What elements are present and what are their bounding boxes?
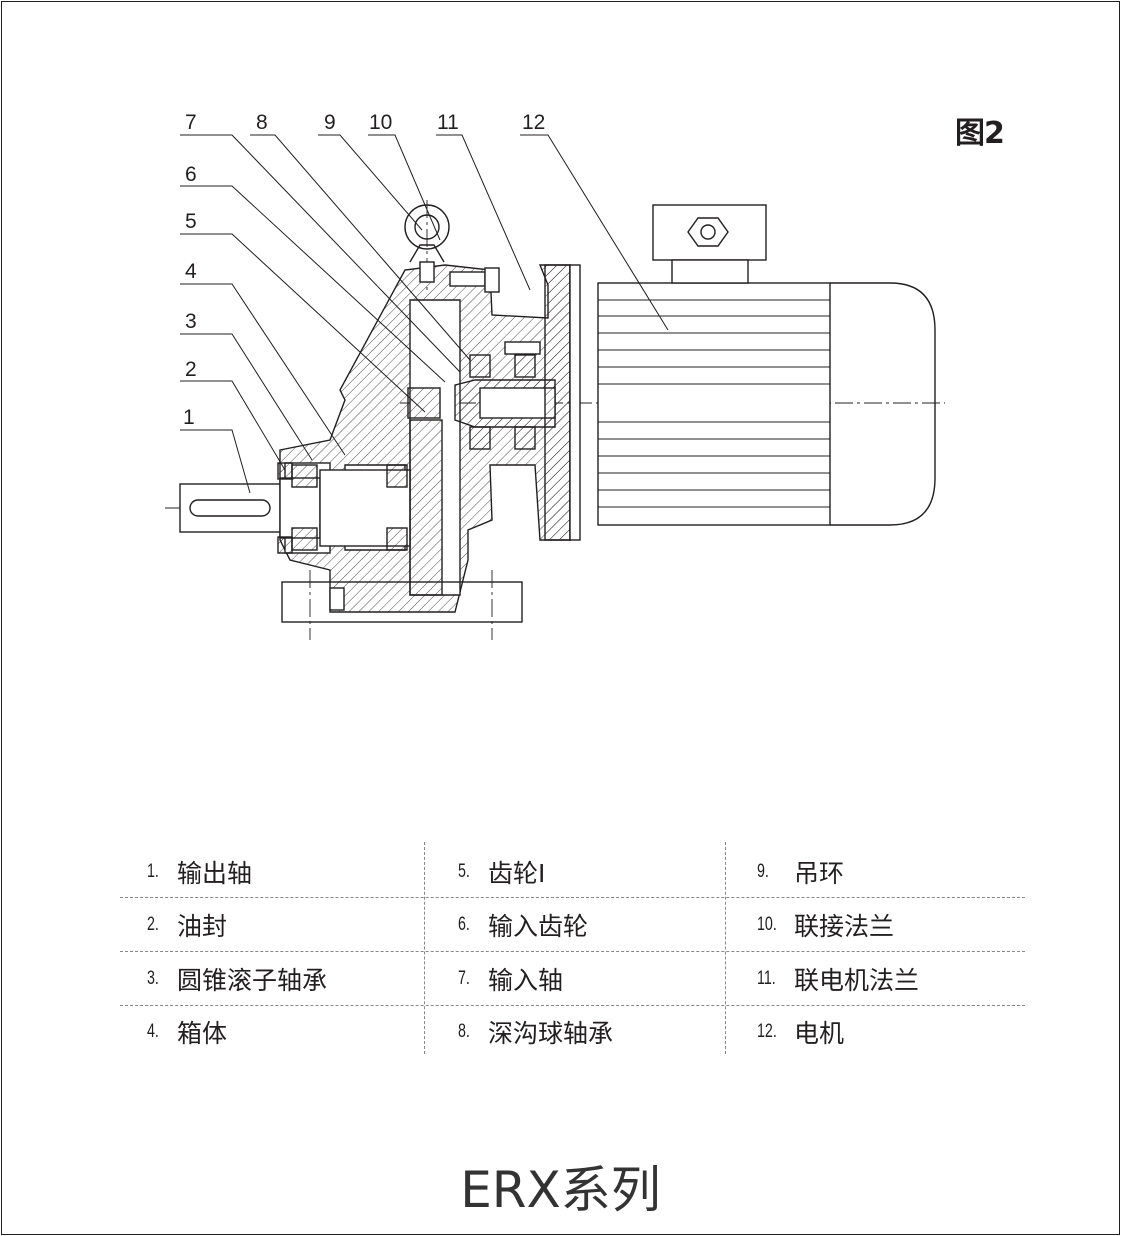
part-name: 电机 [794,1019,845,1048]
part-item: 4. 箱体 [147,1005,227,1059]
part-name: 齿轮I [488,859,546,888]
part-item: 12. 电机 [757,1005,844,1059]
callout-2: 2 [185,358,197,381]
part-item: 11. 联电机法兰 [757,952,919,1006]
part-item: 5. 齿轮I [458,845,545,899]
callout-3: 3 [185,310,197,333]
part-name: 吊环 [794,859,845,888]
part-name: 圆锥滚子轴承 [177,966,328,995]
callout-8: 8 [256,111,268,134]
part-number: 7. [458,968,470,989]
part-item: 9. 吊环 [757,845,844,899]
part-item: 1. 输出轴 [147,845,252,899]
row-divider [120,951,1025,952]
column-divider [424,842,425,1054]
part-item: 6. 输入齿轮 [458,898,588,952]
callout-1: 1 [183,406,195,429]
row-divider [120,1005,1025,1006]
callout-5: 5 [185,210,197,233]
bearings [277,354,536,554]
part-name: 联电机法兰 [794,966,920,995]
part-item: 7. 输入轴 [458,952,563,1006]
part-number: 2. [147,914,159,935]
leader-lines [180,134,669,494]
column-divider [725,842,726,1054]
callout-11: 11 [437,111,459,134]
callout-12: 12 [522,111,545,134]
part-number: 3. [147,968,159,989]
part-number: 11. [757,968,776,989]
part-number: 10. [757,914,777,935]
part-number: 1. [147,861,159,882]
gear-motor-cross-section: 1 2 3 4 5 6 7 8 9 10 11 12 [165,111,945,640]
parts-legend-table: 1. 输出轴 2. 油封 3. 圆锥滚子轴承 4. 箱体 5. 齿轮I 6. 输入齿轮 7.… [120,842,1025,1054]
part-name: 输入轴 [488,966,564,995]
callout-numbers: 1 2 3 4 5 6 7 8 9 10 11 12 [183,111,545,429]
input-shaft [454,379,556,428]
part-name: 深沟球轴承 [488,1019,614,1048]
part-name: 输入齿轮 [488,912,589,941]
motor [544,204,936,541]
callout-9: 9 [324,111,336,134]
part-number: 8. [458,1021,470,1042]
part-item: 8. 深沟球轴承 [458,1005,613,1059]
series-title: ERX系列 [460,1161,661,1219]
part-item: 2. 油封 [147,898,227,952]
part-name: 油封 [177,912,228,941]
callout-4: 4 [185,260,197,283]
row-divider [120,897,1025,898]
part-number: 5. [458,861,470,882]
part-name: 联接法兰 [794,912,895,941]
figure-label: 图2 [955,116,1005,151]
part-name: 箱体 [177,1019,228,1048]
lifting-eye [404,204,450,283]
callout-10: 10 [369,111,392,134]
part-item: 3. 圆锥滚子轴承 [147,952,327,1006]
part-item: 10. 联接法兰 [757,898,894,952]
part-name: 输出轴 [177,859,253,888]
part-number: 6. [458,914,470,935]
callout-7: 7 [185,111,197,134]
part-number: 12. [757,1021,777,1042]
callout-6: 6 [185,163,197,186]
gear [407,387,443,596]
part-number: 4. [147,1021,159,1042]
part-number: 9. [757,861,769,882]
